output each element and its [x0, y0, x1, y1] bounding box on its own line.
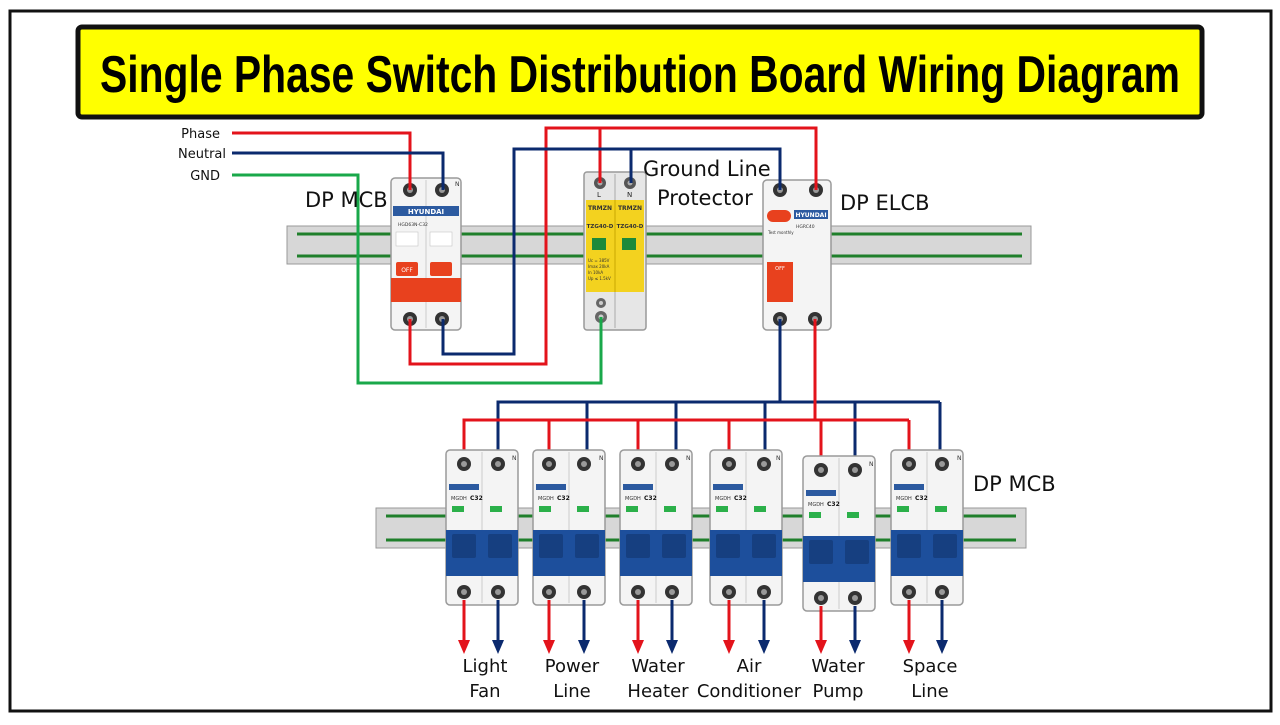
- main-mcb-brand: HYUNDAI: [408, 208, 444, 216]
- phase-input-label: Phase: [181, 127, 220, 142]
- circuit-label-6-line2: Line: [911, 681, 949, 702]
- spd-label-line1: Ground Line: [643, 157, 771, 181]
- main-dp-mcb[interactable]: HYUNDAI HGD63N-C32 OFF N: [390, 177, 462, 331]
- gnd-input-label: GND: [190, 169, 220, 184]
- circuit-label-5-line2: Pump: [813, 681, 864, 702]
- branch-mcb-brand: MGDH: [715, 496, 731, 502]
- output-arrow-pair-6: [903, 600, 948, 654]
- circuit-label-2-line2: Line: [553, 681, 591, 702]
- output-arrow-pair-3: [632, 600, 678, 654]
- spd-model-2: TZG40-D: [617, 224, 644, 230]
- main-mcb-label: DP MCB: [305, 188, 388, 212]
- elcb-handle[interactable]: [767, 262, 793, 302]
- output-arrow-pair-4: [723, 600, 770, 654]
- elcb-brand: HYUNDAI: [795, 212, 826, 219]
- branch-mcb-terminal-n: N: [957, 455, 962, 462]
- branch-mcb-rating: C32: [557, 495, 570, 502]
- branch-mcb-terminal-n: N: [686, 455, 691, 462]
- elcb-off-label: OFF: [775, 266, 785, 272]
- elcb-model: HGRC40: [796, 224, 815, 230]
- spd-terminal-n: N: [627, 191, 632, 199]
- dp-elcb[interactable]: HYUNDAI HGRC40 Test monthly OFF: [762, 179, 832, 331]
- output-arrow-pair-1: [458, 600, 504, 654]
- circuit-label-2-line1: Power: [545, 656, 600, 677]
- neutral-input-label: Neutral: [178, 147, 226, 162]
- circuit-label-5-line1: Water: [811, 656, 865, 677]
- branch-mcb-brand: MGDH: [538, 496, 554, 502]
- branch-mcb-rating: C32: [734, 495, 747, 502]
- output-arrow-pair-2: [543, 600, 590, 654]
- branch-mcb-terminal-n: N: [512, 455, 517, 462]
- spd-model-1: TZG40-D: [587, 224, 614, 230]
- spd-spec-3: In 10kA: [588, 270, 603, 275]
- input-wires: [232, 126, 818, 385]
- spd-terminal-l: L: [597, 191, 601, 199]
- main-mcb-terminal-n: N: [455, 181, 460, 188]
- branch-mcb-terminal-n: N: [599, 455, 604, 462]
- branch-mcb-terminal-n: N: [869, 461, 874, 468]
- circuit-label-4-line2: Conditioner: [697, 681, 802, 702]
- elcb-test-text: Test monthly: [767, 230, 794, 235]
- output-arrows: [458, 600, 948, 654]
- branch-mcb-brand: MGDH: [451, 496, 467, 502]
- circuit-label-3-line2: Heater: [627, 681, 689, 702]
- title-banner: [75, 24, 1205, 120]
- circuit-label-4-line1: Air: [737, 656, 762, 677]
- circuit-label-3-line1: Water: [631, 656, 685, 677]
- branch-mcb-brand: MGDH: [896, 496, 912, 502]
- branch-mcb-brand: MGDH: [808, 502, 824, 508]
- branch-mcb-brand: MGDH: [625, 496, 641, 502]
- branch-mcb-label: DP MCB: [973, 472, 1056, 496]
- spd-spec-4: Up ≤ 1.5kV: [588, 276, 611, 281]
- elcb-label: DP ELCB: [840, 191, 930, 215]
- elcb-test-button[interactable]: [767, 210, 791, 222]
- spd-spec-1: Uc = 385V: [588, 258, 610, 263]
- ground-line-protector[interactable]: L N TRMZN TRMZN TZG40-D TZG40-D Uc = 385…: [583, 171, 647, 331]
- circuit-label-1-line2: Fan: [469, 681, 500, 702]
- spd-brand-2: TRMZN: [618, 205, 642, 212]
- output-arrow-pair-5: [815, 606, 861, 654]
- main-mcb-off-label: OFF: [401, 267, 413, 274]
- branch-mcb-rating: C32: [470, 495, 483, 502]
- circuit-label-6-line1: Space: [903, 656, 958, 677]
- branch-mcb-terminal-n: N: [776, 455, 781, 462]
- branch-mcb-rating: C32: [644, 495, 657, 502]
- page-title: Single Phase Switch Distribution Board W…: [100, 46, 1180, 104]
- branch-mcb-rating: C32: [827, 501, 840, 508]
- spd-spec-2: Imax 20kA: [588, 264, 610, 269]
- main-mcb-handle[interactable]: [391, 278, 461, 302]
- spd-label-line2: Protector: [657, 186, 753, 210]
- main-mcb-model: HGD63N-C32: [398, 222, 428, 228]
- circuit-label-1-line1: Light: [463, 656, 508, 677]
- spd-brand-1: TRMZN: [588, 205, 612, 212]
- branch-mcb-rating: C32: [915, 495, 928, 502]
